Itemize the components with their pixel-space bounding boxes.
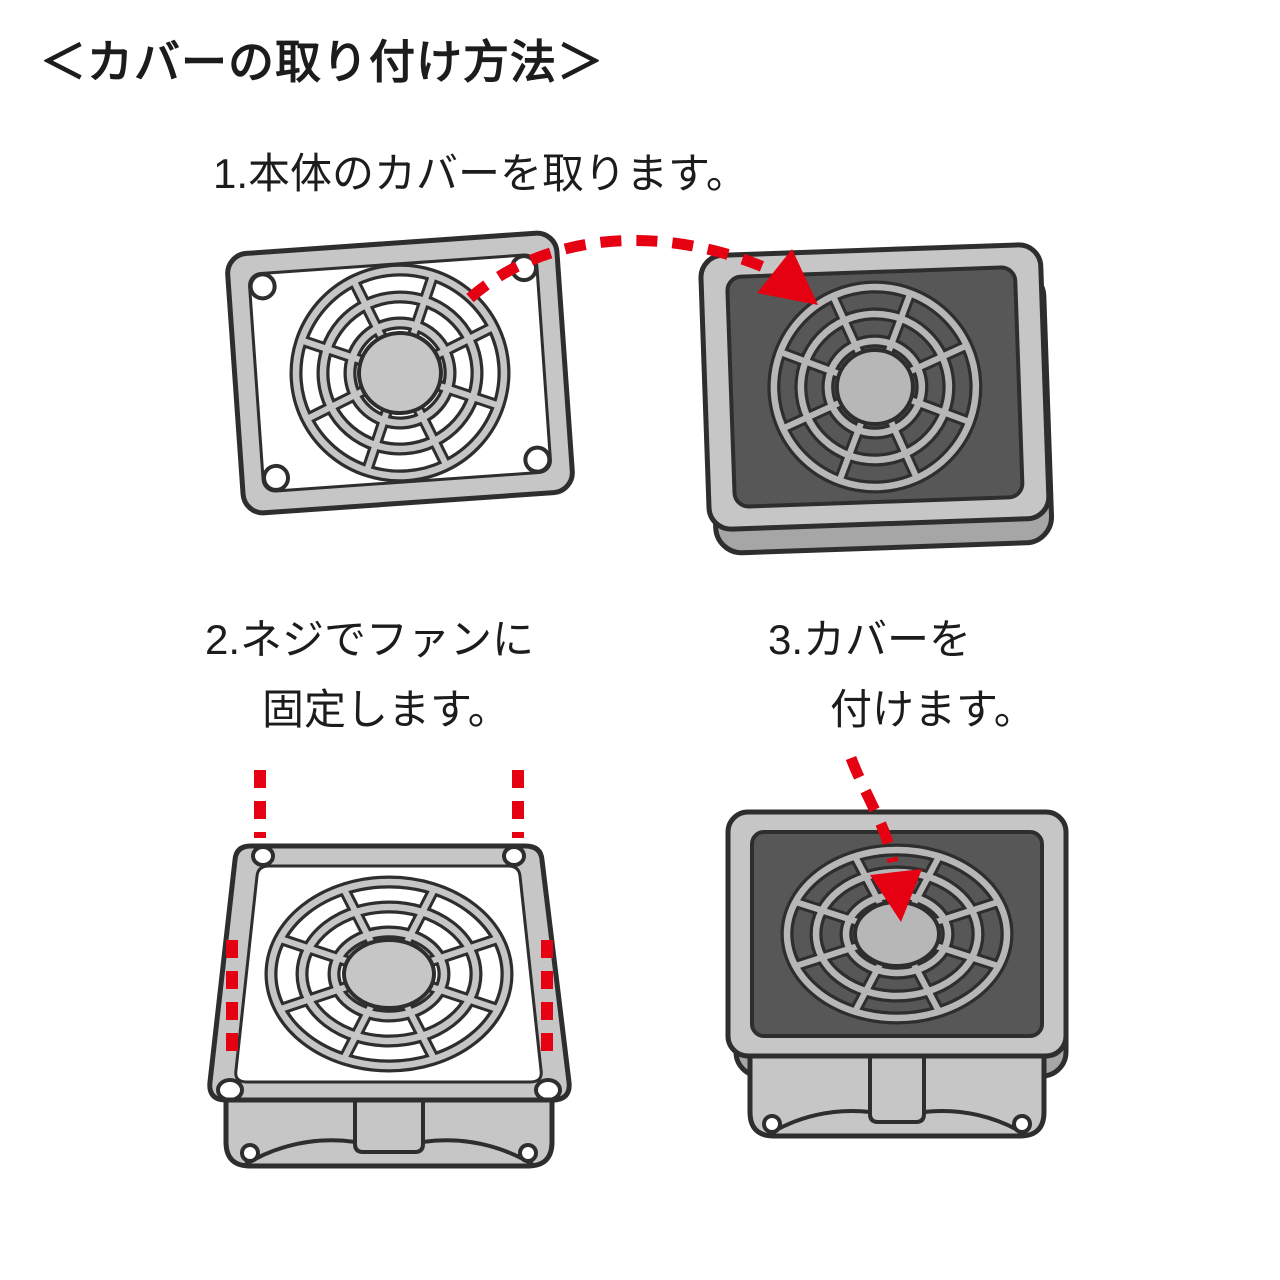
fan-unit-illustration	[698, 242, 1055, 556]
cover-grille	[289, 263, 511, 483]
step2-label-line1: 2.ネジでファンに	[205, 616, 535, 663]
page-title: ＜カバーの取り付け方法＞	[40, 36, 604, 88]
step3-label-line1: 3.カバーを	[768, 616, 972, 663]
arrowhead-icon	[870, 869, 922, 922]
fan-cover-illustration	[225, 230, 575, 516]
cover-screw-hole	[248, 272, 277, 301]
cover-screw-hole	[502, 845, 526, 867]
cover-screw-hole	[251, 845, 275, 867]
step3-label-line2: 付けます。	[830, 686, 1036, 733]
base-screw-hole	[518, 1143, 538, 1163]
fan-screw-illustration	[207, 770, 572, 1169]
base-screw-hole	[1012, 1114, 1032, 1134]
arrowhead-icon	[757, 249, 818, 305]
fan-grille	[767, 280, 983, 494]
cover-screw-hole	[523, 445, 552, 474]
cover-grille-perspective	[264, 875, 514, 1073]
base-screw-hole	[240, 1143, 260, 1163]
fan-attach-illustration	[725, 809, 1069, 1139]
cover-screw-hole	[534, 1078, 562, 1102]
base-screw-hole	[762, 1114, 782, 1134]
cover-screw-hole	[216, 1078, 244, 1102]
step1-label: 1.本体のカバーを取ります。	[213, 150, 748, 197]
attach-cover-arrow	[845, 756, 922, 922]
step2-label-line2: 固定します。	[262, 686, 510, 733]
cover-screw-hole	[262, 463, 291, 492]
remove-cover-arrow	[466, 234, 818, 305]
